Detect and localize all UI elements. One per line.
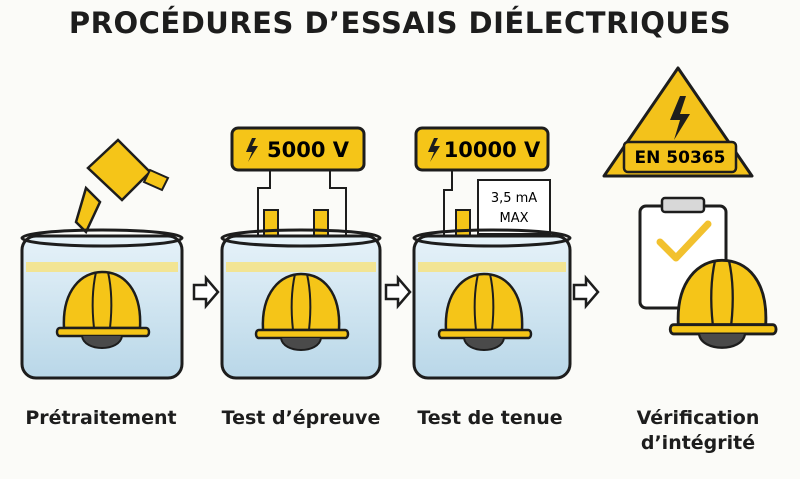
voltage-label-5000: 5000 V (267, 138, 350, 162)
current-limit-max: MAX (499, 211, 528, 226)
step-withstand-test-illustration: 10000 V 3,5 mA MAX (412, 126, 572, 380)
step-proof-test-illustration: 5000 V (220, 126, 382, 380)
arrow-right-icon (384, 274, 412, 310)
step-label-verification: Vérification d’intégrité (600, 406, 796, 456)
current-limit-value: 3,5 mA (491, 191, 537, 206)
page-title: PROCÉDURES D’ESSAIS DIÉLECTRIQUES (68, 6, 732, 40)
step-verification-illustration: EN 50365 (602, 66, 778, 350)
lightning-bolt-icon (428, 138, 440, 162)
current-limit-callout (477, 179, 551, 235)
step-label-proof-test: Test d’épreuve (221, 407, 381, 429)
lightning-bolt-icon (246, 138, 258, 162)
checkmark-icon (656, 220, 712, 262)
arrow-right-icon (572, 274, 600, 310)
step-pretreatment-illustration (20, 138, 184, 380)
step-label-verification-line1: Vérification (636, 407, 760, 429)
standard-badge (622, 140, 738, 174)
arrow-right-icon (192, 274, 220, 310)
step-label-verification-line2: d’intégrité (640, 432, 756, 454)
step-label-pretreatment: Prétraitement (25, 407, 177, 429)
step-label-withstand-test: Test de tenue (417, 407, 563, 429)
lightning-bolt-icon (670, 96, 690, 140)
standard-label: EN 50365 (635, 148, 726, 168)
voltage-badge-10000 (414, 126, 550, 172)
voltage-label-10000: 10000 V (444, 138, 541, 162)
voltage-badge-5000 (230, 126, 366, 172)
